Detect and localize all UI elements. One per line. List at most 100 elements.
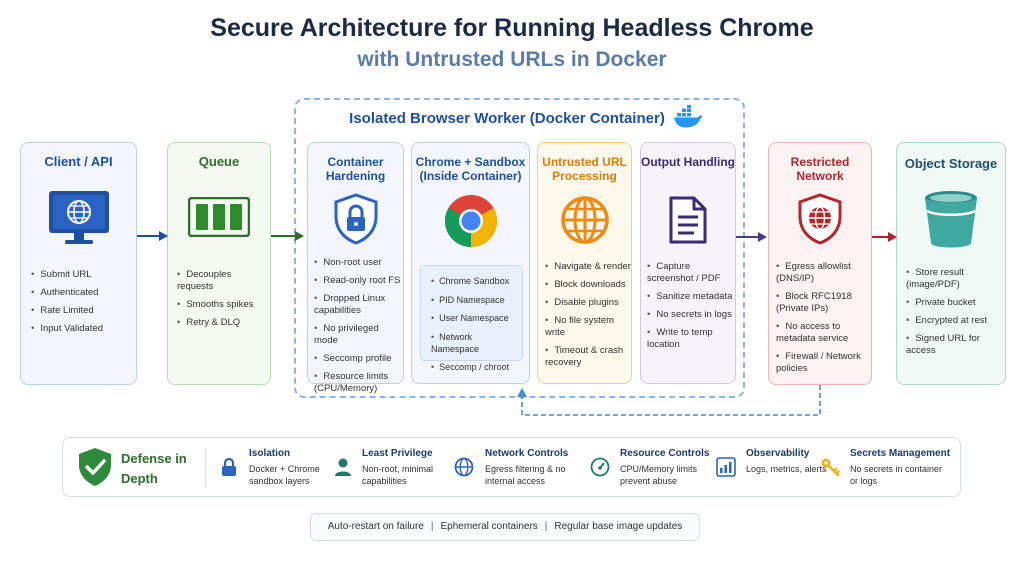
defense-title-line1: Defense in [121, 451, 187, 466]
defense-title: Defense in Depth [121, 449, 201, 489]
worker-title: Isolated Browser Worker (Docker Containe… [349, 110, 665, 127]
chrome-title: Chrome + Sandbox (Inside Container) [412, 155, 529, 183]
output-title: Output Handling [641, 155, 735, 169]
page-subtitle: with Untrusted URLs in Docker [357, 48, 667, 71]
gauge-icon [590, 457, 610, 477]
untrusted-title-line2: Processing [552, 169, 617, 183]
object-storage-card: Object Storage Store result (image/PDF) … [896, 142, 1006, 385]
list-item: PID Namespace [431, 294, 522, 306]
list-item: Resource limits (CPU/Memory) [314, 371, 404, 395]
defense-in-depth-panel: Defense in Depth Isolation Docker + Chro… [62, 437, 961, 497]
chrome-title-line1: Chrome + Sandbox [415, 155, 526, 169]
network-title-line2: Network [796, 169, 844, 183]
list-item: No access to metadata service [776, 321, 871, 345]
arrow-queue-to-worker [271, 231, 304, 241]
defense-title-line2: Depth [121, 471, 158, 486]
untrusted-url-card: Untrusted URL Processing Navigate & rend… [537, 142, 632, 384]
arrow-network-feedback [517, 385, 821, 416]
defense-item-resource-controls: Resource Controls CPU/Memory limits prev… [620, 447, 720, 487]
defense-item-desc: CPU/Memory limits prevent abuse [620, 464, 698, 486]
key-icon [821, 458, 840, 477]
page-title: Secure Architecture for Running Headless… [210, 14, 814, 42]
list-item: No secrets in logs [647, 309, 735, 321]
defense-item-title: Observability [746, 448, 810, 459]
restricted-network-card: Restricted Network Egress allowlist (DNS… [768, 142, 872, 385]
list-item: Input Validated [31, 323, 103, 335]
list-item: Decouples requests [177, 269, 270, 293]
queue-icon [188, 197, 250, 237]
list-item: No privileged mode [314, 323, 404, 347]
footer-item: Regular base image updates [554, 521, 683, 532]
document-icon [669, 196, 707, 244]
defense-item-title: Isolation [249, 448, 291, 459]
arrow-worker-to-network [736, 232, 767, 242]
shield-lock-icon [334, 193, 377, 245]
defense-item-least-privilege: Least Privilege Non-root, minimal capabi… [362, 447, 462, 487]
list-item: Read-only root FS [314, 275, 404, 287]
untrusted-title: Untrusted URL Processing [538, 155, 631, 183]
list-item: No file system write [545, 315, 631, 339]
hardening-title: Container Hardening [308, 155, 403, 183]
globe-icon [560, 196, 609, 244]
chrome-icon [444, 195, 497, 247]
docker-icon [674, 105, 703, 128]
network-title: Restricted Network [769, 155, 871, 183]
sandbox-layers-box: Chrome Sandbox PID Namespace User Namesp… [420, 265, 523, 372]
defense-item-desc: Egress filtering & no internal access [485, 464, 566, 486]
list-item: Firewall / Network policies [776, 351, 871, 375]
arrow-network-to-storage [872, 232, 897, 242]
list-item: Non-root user [314, 257, 404, 269]
list-item: Sanitize metadata [647, 291, 735, 303]
list-item: Timeout & crash recovery [545, 345, 631, 369]
list-item: Dropped Linux capabilities [314, 293, 404, 317]
defense-item-desc: Non-root, minimal capabilities [362, 464, 434, 486]
defense-item-desc: Logs, metrics, alerts [746, 464, 827, 474]
monitor-globe-icon [48, 191, 109, 244]
chart-icon [716, 457, 736, 477]
list-item: Write to temp location [647, 327, 735, 351]
defense-item-observability: Observability Logs, metrics, alerts [746, 447, 846, 475]
list-item: Seccomp profile [314, 353, 404, 365]
list-item: Block downloads [545, 279, 631, 291]
chrome-sandbox-card: Chrome + Sandbox (Inside Container) Chro… [411, 142, 530, 384]
footer-item: Ephemeral containers [440, 521, 538, 532]
output-handling-card: Output Handling Capture screenshot / PDF… [640, 142, 736, 384]
list-item: Navigate & render [545, 261, 631, 273]
list-item: Network Namespace [431, 331, 522, 355]
list-item: Rate Limited [31, 305, 103, 317]
list-item: Egress allowlist (DNS/IP) [776, 261, 871, 285]
footer-separator: | [544, 521, 548, 532]
list-item: Disable plugins [545, 297, 631, 309]
list-item: Block RFC1918 (Private IPs) [776, 291, 871, 315]
list-item: Signed URL for access [906, 333, 1004, 357]
queue-title: Queue [198, 154, 240, 169]
queue-card: Queue Decouples requests Smooths spikes … [167, 142, 271, 385]
hardening-title-line1: Container [327, 155, 384, 169]
chrome-title-line2: (Inside Container) [419, 169, 522, 183]
bucket-icon [925, 191, 977, 248]
hardening-title-line2: Hardening [325, 169, 386, 183]
client-api-card: Client / API Submit URL Authenticated Ra… [20, 142, 137, 385]
defense-item-isolation: Isolation Docker + Chrome sandbox layers [249, 447, 349, 487]
globe-icon [454, 457, 474, 477]
footer-bar: Auto-restart on failure|Ephemeral contai… [310, 513, 700, 541]
storage-title: Object Storage [904, 156, 998, 171]
untrusted-title-line1: Untrusted URL [542, 155, 627, 169]
list-item: Authenticated [31, 287, 103, 299]
defense-item-title: Least Privilege [362, 448, 433, 459]
list-item: User Namespace [431, 312, 522, 324]
list-item: Encrypted at rest [906, 315, 1004, 327]
defense-item-network-controls: Network Controls Egress filtering & no i… [485, 447, 585, 487]
defense-item-title: Secrets Management [850, 448, 951, 459]
shield-check-icon [79, 448, 111, 486]
defense-item-desc: No secrets in container or logs [850, 464, 943, 486]
list-item: Smooths spikes [177, 299, 270, 311]
list-item: Seccomp / chroot [431, 361, 522, 373]
list-item: Submit URL [31, 269, 103, 281]
list-item: Capture screenshot / PDF [647, 261, 735, 285]
arrow-client-to-queue [137, 231, 168, 241]
divider [205, 448, 206, 488]
client-title: Client / API [44, 154, 113, 169]
defense-item-desc: Docker + Chrome sandbox layers [249, 464, 320, 486]
list-item: Private bucket [906, 297, 1004, 309]
